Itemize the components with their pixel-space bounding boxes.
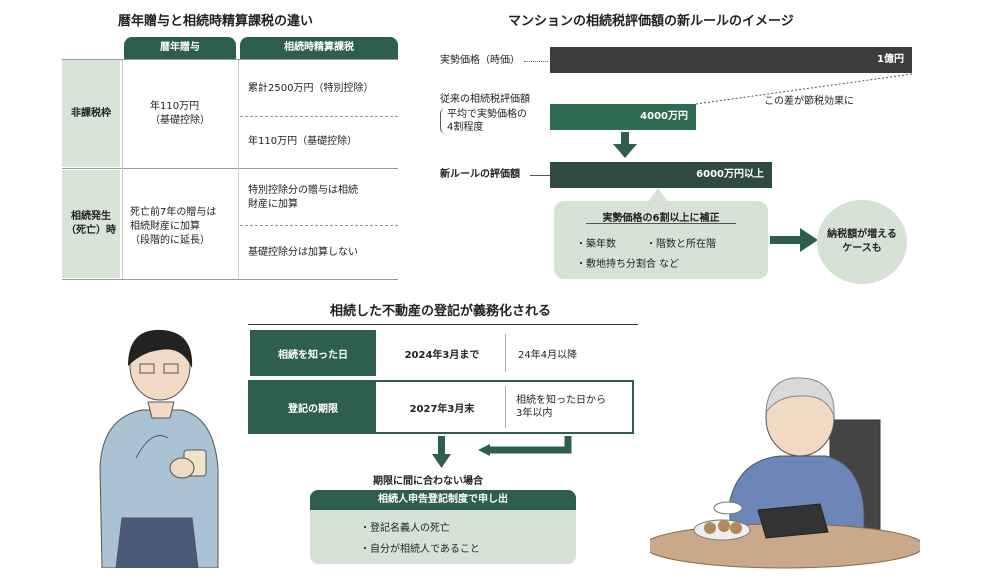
cell-calendar-allowance: 年110万円 （基礎控除）	[150, 101, 210, 126]
result-text: 納税額が増える ケースも	[827, 229, 897, 254]
late-note: 期限に間に合わない場合	[373, 476, 483, 487]
row-label-inheritance: 相続発生 （死亡）時	[62, 170, 120, 278]
gap-note: この差が節税効果に	[764, 96, 854, 107]
factor-item: ・敷地持ち分割合 など	[576, 259, 680, 270]
cell-deadline-3-years: 相続を知った日から 3年以内	[516, 395, 606, 419]
col-calendar-gift: 暦年贈与	[124, 37, 236, 59]
cell-special-deduction: 累計2500万円（特別控除）	[248, 83, 374, 94]
result-bubble: 納税額が増える ケースも	[817, 200, 907, 284]
new-valuation-bar: 6000万円以上	[550, 162, 772, 188]
correction-underline	[586, 223, 736, 224]
pointer-triangle	[648, 188, 668, 202]
gift-table-title: 暦年贈与と相続時精算課税の違い	[118, 14, 314, 29]
row-label-tax-free: 非課税枠	[62, 60, 120, 167]
row-label-deadline: 登記の期限	[250, 382, 376, 432]
row-separator	[62, 168, 398, 169]
market-price-label: 実勢価格（時価）	[440, 55, 520, 66]
new-leader-line	[530, 175, 550, 176]
row-label-known-date: 相続を知った日	[250, 330, 376, 376]
correction-box: 実勢価格の6割以上に補正 ・築年数 ・階数と所在階 ・敷地持ち分割合 など	[554, 201, 768, 279]
factor-item: ・階数と所在階	[646, 239, 716, 250]
col-settlement-tax: 相続時精算課税	[240, 37, 398, 59]
col-divider	[122, 60, 123, 279]
right-arrow-icon	[770, 228, 818, 252]
market-price-bar: 1億円	[550, 47, 912, 73]
new-valuation-label: 新ルールの評価額	[440, 169, 520, 180]
cell-before-2024: 2024年3月まで	[404, 349, 480, 361]
deadline-row-frame	[248, 380, 634, 434]
system-item: ・登記名義人の死亡	[360, 523, 450, 534]
down-arrow-icon	[613, 132, 637, 158]
registration-top-line	[248, 324, 638, 325]
factor-item: ・築年数	[576, 239, 616, 250]
old-valuation-note: 平均で実勢価格の 4割程度	[440, 108, 527, 134]
cell-no-addback: 基礎控除分は加算しない	[248, 247, 358, 258]
elderly-man-illustration	[650, 377, 920, 569]
table-top-line	[62, 59, 398, 60]
registration-title: 相続した不動産の登記が義務化される	[330, 304, 552, 319]
row-divider	[240, 116, 398, 117]
cell-divider-2	[505, 386, 506, 428]
row-divider-2	[240, 225, 398, 226]
cell-after-2024: 24年4月以降	[518, 349, 578, 361]
woman-illustration	[99, 329, 219, 568]
system-title: 相続人申告登記制度で申し出	[310, 490, 576, 510]
system-item: ・自分が相続人であること	[360, 544, 480, 555]
merge-arrows-icon	[432, 436, 572, 468]
cell-special-addback: 特別控除分の贈与は相続 財産に加算	[248, 185, 358, 210]
mansion-title: マンションの相続税評価額の新ルールのイメージ	[508, 14, 794, 29]
cell-divider	[505, 334, 506, 372]
old-valuation-bar: 4000万円	[550, 104, 696, 130]
cell-calendar-addback: 死亡前7年の贈与は 相続財産に加算 （段階的に延長）	[130, 207, 217, 246]
cell-basic-deduction: 年110万円（基礎控除）	[248, 136, 358, 147]
market-leader-line	[524, 61, 548, 62]
cell-deadline-2027: 2027年3月末	[409, 403, 475, 415]
col-divider-2	[238, 60, 239, 279]
gap-dotted-line	[695, 73, 913, 105]
table-bottom-line	[62, 279, 398, 280]
correction-title: 実勢価格の6割以上に補正	[602, 213, 720, 224]
system-box: ・登記名義人の死亡 ・自分が相続人であること	[310, 510, 576, 564]
old-valuation-label: 従来の相続税評価額	[440, 94, 530, 105]
